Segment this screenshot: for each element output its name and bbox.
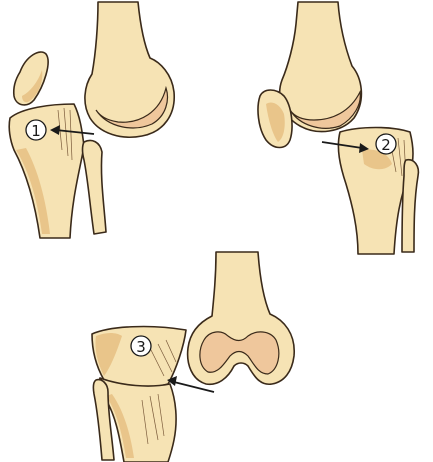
marker-1: 1 <box>26 120 46 140</box>
fibula-bone-2 <box>402 160 418 252</box>
panel-2-lateral-knee: 2 <box>258 2 418 254</box>
marker-2-label: 2 <box>381 136 391 154</box>
marker-2: 2 <box>376 134 396 154</box>
marker-1-label: 1 <box>31 122 41 140</box>
panel-1-lateral-knee: 1 <box>9 2 174 238</box>
marker-3: 3 <box>131 336 151 356</box>
fibula-bone-1 <box>83 140 107 234</box>
panel-3-anterior-knee: 3 <box>92 252 294 462</box>
marker-3-label: 3 <box>136 338 146 356</box>
